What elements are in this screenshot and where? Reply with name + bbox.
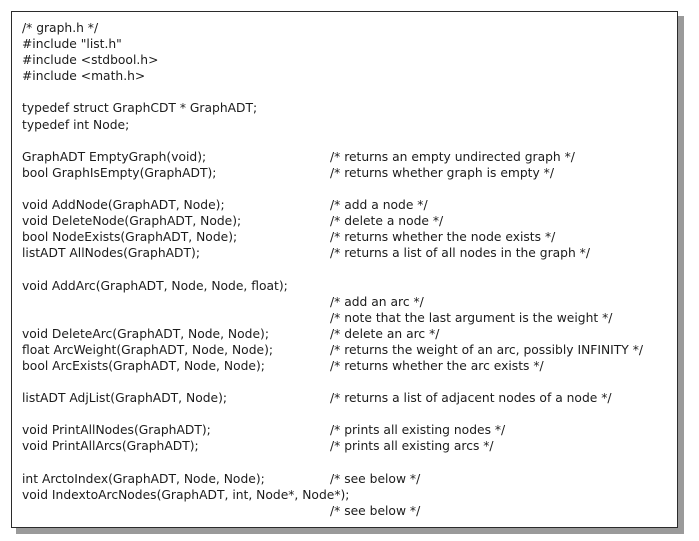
code-declaration: void PrintAllNodes(GraphADT); (22, 423, 211, 438)
code-line: /* graph.h */ (22, 20, 675, 36)
code-line: typedef int Node; (22, 117, 675, 133)
code-declaration: #include <stdbool.h> (22, 53, 159, 68)
code-declaration: float ArcWeight(GraphADT, Node, Node); (22, 342, 274, 357)
code-line: /* add an arc */ (22, 294, 675, 310)
code-comment: /* returns an empty undirected graph */ (330, 149, 575, 164)
code-line: listADT AllNodes(GraphADT); /* returns a … (22, 245, 675, 261)
code-declaration: /* graph.h */ (22, 21, 99, 35)
code-comment: /* returns the weight of an arc, possibl… (330, 342, 644, 357)
code-line: bool ArcExists(GraphADT, Node, Node); /* … (22, 358, 675, 374)
code-body: /* graph.h */#include "list.h"#include <… (22, 20, 675, 527)
code-declaration: void PrintAllArcs(GraphADT); (22, 439, 199, 454)
code-line: #include <math.h> (22, 68, 675, 84)
code-line (22, 181, 675, 197)
code-frame: /* graph.h */#include "list.h"#include <… (11, 11, 678, 528)
code-comment: /* see below */ (330, 471, 421, 486)
code-line: float ArcWeight(GraphADT, Node, Node); /*… (22, 342, 675, 358)
code-line: void AddArc(GraphADT, Node, Node, float)… (22, 278, 675, 294)
code-line (22, 374, 675, 390)
code-line: void DeleteArc(GraphADT, Node, Node); /* … (22, 326, 675, 342)
code-line: bool NodeExists(GraphADT, Node); /* retur… (22, 229, 675, 245)
code-declaration: void DeleteArc(GraphADT, Node, Node); (22, 326, 269, 341)
code-line: void AddNode(GraphADT, Node); /* add a no… (22, 197, 675, 213)
code-line: /* see below */ (22, 503, 675, 519)
code-comment: /* add a node */ (330, 198, 428, 213)
code-declaration: #include <math.h> (22, 69, 146, 84)
code-declaration: bool ArcExists(GraphADT, Node, Node); (22, 358, 265, 373)
code-declaration: #include "list.h" (22, 37, 122, 52)
code-line: GraphADT EmptyGraph(void); /* returns an … (22, 149, 675, 165)
code-declaration: void IndextoArcNodes(GraphADT, int, Node… (22, 487, 350, 502)
code-declaration: typedef int Node; (22, 117, 130, 132)
code-line: void DeleteNode(GraphADT, Node); /* delet… (22, 213, 675, 229)
code-declaration: listADT AllNodes(GraphADT); (22, 246, 200, 261)
code-declaration: listADT AdjList(GraphADT, Node); (22, 391, 228, 406)
code-line: void IndextoArcNodes(GraphADT, int, Node… (22, 487, 675, 503)
code-line (22, 84, 675, 100)
code-declaration: void AddArc(GraphADT, Node, Node, float)… (22, 278, 288, 293)
code-comment: /* prints all existing arcs */ (330, 439, 494, 454)
code-comment: /* add an arc */ (330, 294, 424, 309)
code-declaration: GraphADT EmptyGraph(void); (22, 149, 207, 164)
code-comment: /* returns whether the arc exists */ (330, 358, 544, 373)
code-declaration: void DeleteNode(GraphADT, Node); (22, 214, 242, 229)
code-line (22, 455, 675, 471)
code-comment: /* delete a node */ (330, 214, 444, 229)
code-declaration: bool GraphIsEmpty(GraphADT); (22, 165, 217, 180)
code-comment: /* returns whether graph is empty */ (330, 165, 554, 180)
code-declaration: bool NodeExists(GraphADT, Node); (22, 230, 238, 245)
code-declaration: typedef struct GraphCDT * GraphADT; (22, 101, 258, 116)
code-line (22, 261, 675, 277)
code-comment: /* returns whether the node exists */ (330, 230, 556, 245)
code-declaration: int ArctoIndex(GraphADT, Node, Node); (22, 471, 265, 486)
code-line: bool GraphIsEmpty(GraphADT); /* returns w… (22, 165, 675, 181)
code-declaration: void AddNode(GraphADT, Node); (22, 198, 225, 213)
code-comment: /* delete an arc */ (330, 326, 440, 341)
code-line: void PrintAllArcs(GraphADT); /* prints al… (22, 438, 675, 454)
code-line: /* note that the last argument is the we… (22, 310, 675, 326)
code-comment: /* see below */ (330, 503, 421, 518)
code-line (22, 133, 675, 149)
code-comment: /* prints all existing nodes */ (330, 423, 506, 438)
code-line (22, 406, 675, 422)
code-comment: /* note that the last argument is the we… (330, 310, 613, 325)
code-line: void PrintAllNodes(GraphADT); /* prints a… (22, 422, 675, 438)
code-line: int ArctoIndex(GraphADT, Node, Node); /* … (22, 471, 675, 487)
code-line: #include "list.h" (22, 36, 675, 52)
code-comment: /* returns a list of all nodes in the gr… (330, 246, 590, 261)
code-comment: /* returns a list of adjacent nodes of a… (330, 391, 612, 406)
code-line: #include <stdbool.h> (22, 52, 675, 68)
code-line: listADT AdjList(GraphADT, Node); /* retur… (22, 390, 675, 406)
code-line: typedef struct GraphCDT * GraphADT; (22, 100, 675, 116)
